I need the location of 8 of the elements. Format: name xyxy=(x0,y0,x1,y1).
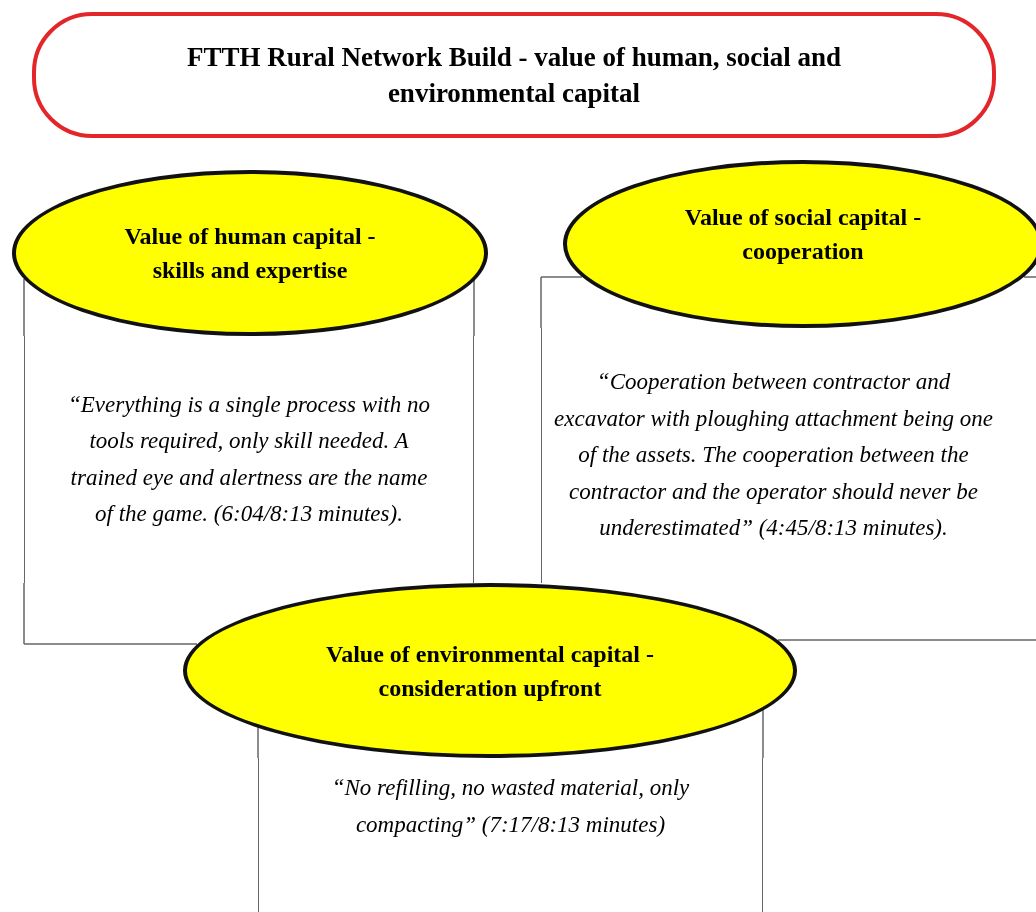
heading-text: Value of human capital - skills and expertise xyxy=(123,222,377,285)
quote-text: “Cooperation between contractor and excavator with ploughing attachment being one of the assets. The cooperation between the contractor and the operator should never be underestimated” (4:45/8:13 minutes). xyxy=(553,368,994,543)
heading-text: Value of environmental capital - consideration upfront xyxy=(325,639,655,703)
title-text: FTTH Rural Network Build - value of human, social and environmental capital xyxy=(185,41,843,110)
quote-text: “No refilling, no wasted material, only compacting” (7:17/8:13 minutes) xyxy=(330,774,691,839)
heading-text: Value of social capital - cooperation xyxy=(683,203,923,266)
quote-box xyxy=(258,758,763,912)
quote-text: “Everything is a single process with no tools required, only skill needed. A trained eye and alertness are the name of the game. (6:04/8:13 minutes). xyxy=(67,390,431,528)
